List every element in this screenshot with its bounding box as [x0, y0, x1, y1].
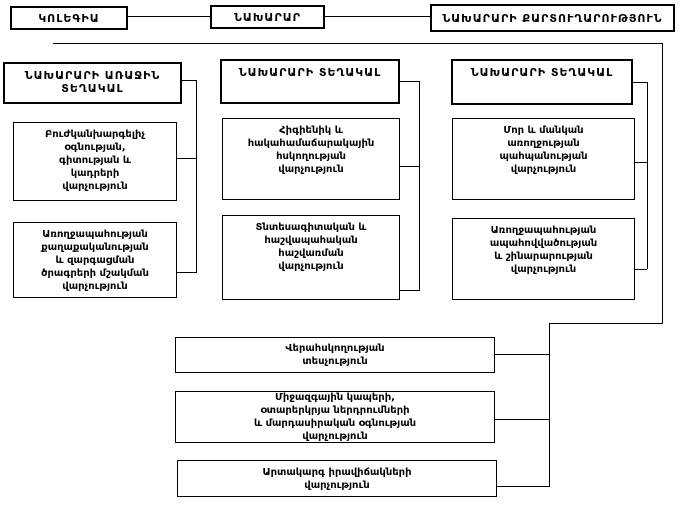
connector-line	[400, 166, 419, 167]
connector-line	[495, 419, 549, 420]
connector-line	[497, 486, 549, 487]
first-deputy-minister-box: ՆԱԽԱՐԱՐԻ ԱՌԱՋԻՆ ՏԵՂԱԿԱԼ	[3, 62, 182, 104]
connector-line	[182, 80, 196, 81]
collegium-box: ԿՈԼԵԳԻԱ	[10, 6, 128, 30]
mother-child-health-dept-box: Մոր և մանկան առողջության պահպանության վա…	[452, 118, 635, 200]
connector-line	[53, 43, 663, 44]
connector-line	[495, 354, 549, 355]
control-inspectorate-box: Վերահսկողության տեսչություն	[175, 337, 495, 373]
minister-box: ՆԱԽԱՐԱՐ	[210, 5, 325, 29]
connector-line	[400, 290, 419, 291]
connector-line	[177, 158, 196, 159]
international-relations-dept-box: Միջազգային կապերի, օտարերկրյա ներդրումնե…	[175, 391, 495, 443]
health-policy-programs-dept-box: Առողջապահության քաղաքականության և զարգաց…	[13, 222, 177, 298]
connector-line	[635, 162, 647, 163]
connector-line	[549, 323, 663, 324]
connector-line	[325, 16, 430, 17]
hygiene-antiepidemic-dept-box: Հիգիենիկ և հակահամաճարակային հսկողության…	[222, 118, 400, 200]
connector-line	[177, 272, 196, 273]
connector-line	[419, 81, 420, 291]
connector-line	[647, 82, 648, 269]
connector-line	[196, 80, 197, 273]
health-provision-construction-dept-box: Առողջապահության ապահովվածության և շինարա…	[452, 218, 635, 300]
deputy-minister-box-2: ՆԱԽԱՐԱՐԻ ՏԵՂԱԿԱԼ	[220, 59, 400, 104]
connector-line	[635, 269, 647, 270]
connector-line	[662, 43, 663, 323]
emergency-situations-dept-box: Արտակարգ իրավիճակների վարչություն	[177, 460, 497, 497]
connector-line	[128, 16, 210, 17]
economics-accounting-dept-box: Տնտեսագիտական և հաշվապահական հաշվառման վ…	[222, 215, 400, 300]
connector-line	[400, 81, 419, 82]
connector-line	[633, 82, 647, 83]
connector-line	[549, 323, 550, 487]
minister-secretariat-box: ՆԱԽԱՐԱՐԻ ՔԱՐՏՈՒՂԱՐՈՒԹՅՈՒՆ	[430, 4, 675, 32]
deputy-minister-box-3: ՆԱԽԱՐԱՐԻ ՏԵՂԱԿԱԼ	[451, 59, 633, 105]
medical-preventive-aid-dept-box: Բուժկանխարգելիչ օգնության, գիտության և կ…	[13, 122, 177, 201]
